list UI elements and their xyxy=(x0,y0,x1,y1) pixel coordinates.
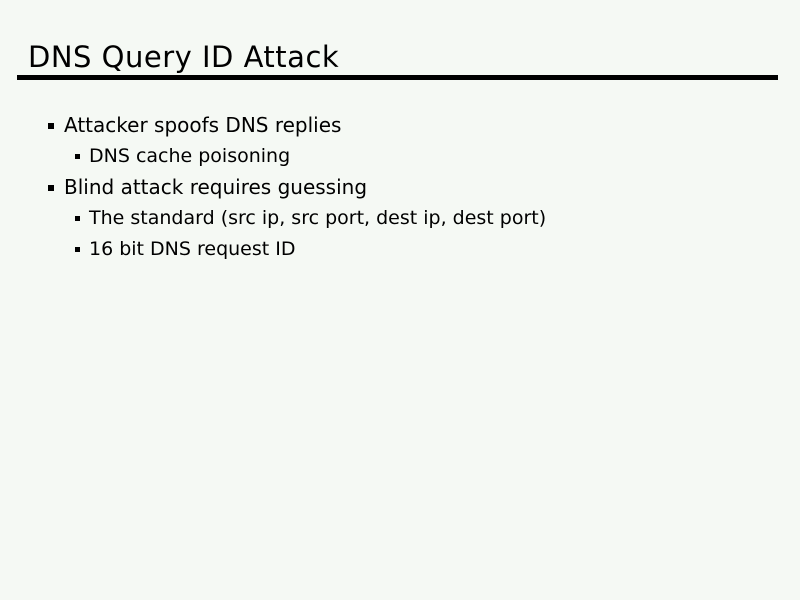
list-item: Attacker spoofs DNS replies xyxy=(0,110,800,141)
bullet-text: Blind attack requires guessing xyxy=(64,175,368,199)
bullet-square-icon xyxy=(48,122,54,129)
bullet-square-icon xyxy=(75,154,80,159)
bullet-square-icon xyxy=(75,247,80,252)
bullet-text: DNS cache poisoning xyxy=(89,145,291,167)
bullet-square-icon xyxy=(48,184,54,191)
slide-title: DNS Query ID Attack xyxy=(28,40,340,74)
list-item: DNS cache poisoning xyxy=(0,141,800,172)
title-underline-rule xyxy=(17,75,778,80)
bullet-square-icon xyxy=(75,216,80,221)
bullet-text: The standard (src ip, src port, dest ip,… xyxy=(89,207,547,229)
list-item: Blind attack requires guessing xyxy=(0,172,800,203)
bullet-text: Attacker spoofs DNS replies xyxy=(64,113,342,137)
list-item: 16 bit DNS request ID xyxy=(0,234,800,265)
list-item: The standard (src ip, src port, dest ip,… xyxy=(0,203,800,234)
bullet-text: 16 bit DNS request ID xyxy=(89,238,296,260)
